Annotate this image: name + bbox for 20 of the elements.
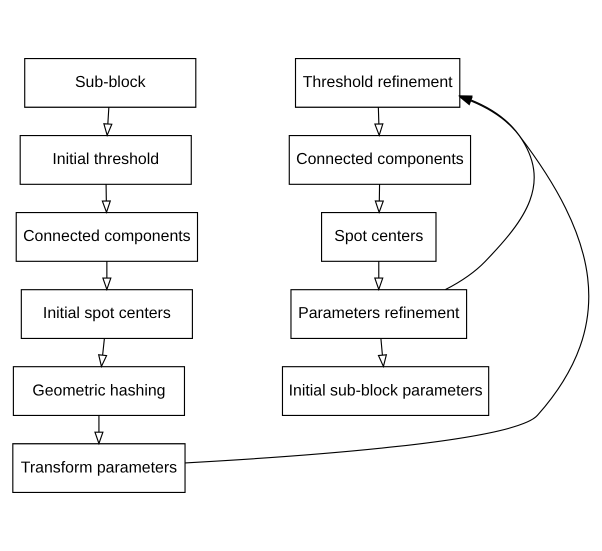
arrow: [102, 184, 112, 214]
arrow: [378, 338, 388, 368]
node-box: Connected components: [16, 212, 198, 262]
node-box: Initial threshold: [20, 135, 192, 185]
node-box: Connected components: [288, 135, 472, 185]
arrow: [98, 338, 108, 368]
arrow: [94, 415, 104, 446]
arrow: [102, 261, 112, 292]
node-box: Threshold refinement: [294, 58, 460, 108]
arrow: [374, 107, 384, 138]
node-box: Spot centers: [321, 212, 437, 262]
node-box: Transform parameters: [12, 443, 186, 494]
node-box: Sub-block: [24, 58, 196, 108]
node-box: Initial sub-block parameters: [282, 366, 490, 416]
arrow: [103, 107, 113, 138]
arrow: [374, 261, 384, 292]
node-box: Geometric hashing: [12, 366, 186, 416]
node-box: Initial spot centers: [20, 289, 193, 339]
node-box: Parameters refinement: [290, 289, 468, 339]
arrow: [374, 184, 384, 214]
